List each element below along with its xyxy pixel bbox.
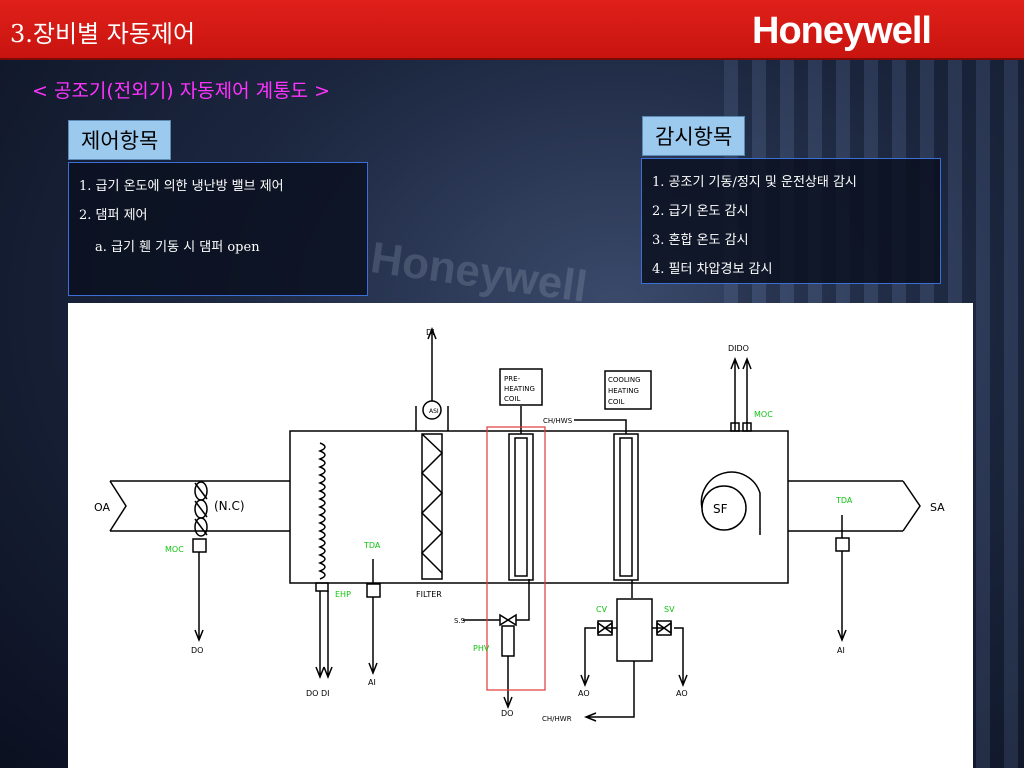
moc-left-label: MOC: [165, 545, 184, 554]
phv-label: PHV: [473, 644, 490, 653]
cooling-label-2: HEATING: [608, 387, 639, 395]
cv-label: CV: [596, 605, 608, 614]
ao-right-label: AO: [676, 689, 688, 698]
filter-dp-lines: [415, 406, 449, 431]
control-item: a. 급기 휀 기동 시 댐퍼 open: [95, 240, 260, 255]
sa-duct: [788, 480, 903, 532]
tda-left-sensor: [366, 583, 381, 598]
do-left-line: [194, 552, 204, 643]
valve-station: [616, 598, 653, 662]
control-items-box: 1. 급기 온도에 의한 냉난방 밸브 제어 2. 댐퍼 제어 a. 급기 휀 …: [68, 162, 368, 296]
preheat-label-1: PRE-: [504, 375, 521, 383]
ai-mid-label: AI: [368, 678, 376, 687]
ahu-casing: [289, 430, 789, 584]
ehp-label: EHP: [335, 590, 351, 599]
ai-right-line: [837, 515, 847, 643]
cooling-coil: [613, 433, 639, 581]
preheat-label-3: COIL: [504, 395, 520, 403]
damper-stroke: [194, 482, 208, 536]
preheat-coil-inner: [514, 437, 528, 577]
preheat-coil: [508, 433, 534, 581]
supply-fan-housing: [700, 471, 761, 535]
do-mid-line: [503, 656, 513, 710]
cooling-label-3: COIL: [608, 398, 624, 406]
phv-coil-pipe: [516, 579, 530, 621]
chwr-pipe: [583, 661, 635, 722]
do-di-lines: [315, 591, 333, 680]
diagram-subtitle: < 공조기(전외기) 자동제어 계통도 >: [32, 80, 331, 102]
control-item: 2. 댐퍼 제어: [79, 208, 148, 223]
nc-label: (N.C): [214, 499, 245, 513]
heater-coil: [317, 442, 326, 580]
sv-label: SV: [664, 605, 675, 614]
tda-right-label: TDA: [835, 496, 853, 505]
damper-blade: [194, 517, 208, 537]
cooling-label-box: [604, 370, 652, 410]
di-top-line: [427, 326, 437, 401]
dido-lines: [730, 356, 752, 431]
preheat-label-2: HEATING: [504, 385, 535, 393]
di-top-label: DI: [426, 328, 435, 337]
monitor-item: 4. 필터 차압경보 감시: [652, 262, 773, 277]
oa-duct: [110, 480, 290, 532]
monitor-heading: 감시항목: [642, 116, 746, 156]
sf-label: SF: [713, 502, 728, 516]
honeywell-logo: Honeywell: [752, 10, 932, 52]
cooling-label-1: COOLING: [608, 376, 641, 384]
oa-label: OA: [94, 501, 110, 514]
do-di-label: DO DI: [306, 689, 330, 698]
filter-zigzag: [420, 433, 444, 574]
sa-arrow: [902, 480, 921, 532]
cv-actuator: [597, 620, 613, 636]
ao-left-label: AO: [578, 689, 590, 698]
phv-valve: [499, 613, 517, 627]
filter-frame: [421, 433, 443, 580]
preheat-highlight: [486, 426, 546, 691]
monitor-item: 2. 급기 온도 감시: [652, 204, 749, 219]
preheat-label-box: [499, 368, 543, 406]
tda-right-sensor: [835, 537, 850, 552]
ss-label: S.S: [454, 617, 466, 625]
control-item: 1. 급기 온도에 의한 냉난방 밸브 제어: [79, 179, 284, 194]
control-heading: 제어항목: [68, 120, 172, 160]
filter-label: FILTER: [416, 590, 442, 599]
dido-label: DIDO: [728, 344, 749, 353]
ahu-diagram-svg: OA SA (N.C) SF MOC MOC TDA TDA EHP FILTE…: [94, 326, 945, 723]
asi-label: ASI: [429, 408, 439, 415]
chws-label: CH/HWS: [543, 417, 573, 425]
chws-pipe: [574, 419, 627, 434]
sv-actuator: [656, 620, 672, 636]
tda-left-label: TDA: [363, 541, 381, 550]
ahu-control-diagram: OA SA (N.C) SF MOC MOC TDA TDA EHP FILTE…: [68, 303, 973, 768]
monitor-item: 3. 혼합 온도 감시: [652, 233, 749, 248]
header-bar: 3.장비별 자동제어 Honeywell: [0, 0, 1024, 60]
ao-right-line: [674, 627, 688, 688]
phv-body: [501, 625, 515, 657]
moc-right-label: MOC: [754, 410, 773, 419]
ai-mid-line: [368, 559, 378, 676]
ehp-box: [315, 582, 329, 592]
chwr-label: CH/HWR: [542, 715, 572, 723]
page-title: 3.장비별 자동제어: [10, 20, 196, 48]
sa-label: SA: [930, 501, 945, 514]
monitor-item: 1. 공조기 기동/정지 및 운전상태 감시: [652, 175, 857, 190]
ao-left-line: [580, 627, 596, 688]
moc-right-box: [742, 422, 752, 432]
do-mid-label: DO: [501, 709, 513, 718]
monitor-items-box: 1. 공조기 기동/정지 및 운전상태 감시 2. 급기 온도 감시 3. 혼합…: [641, 158, 941, 284]
cooling-coil-inner: [619, 437, 633, 577]
moc-right-box: [730, 422, 740, 432]
oa-arrow: [109, 480, 127, 532]
do-left-label: DO: [191, 646, 203, 655]
moc-left-actuator: [192, 538, 207, 553]
ai-right-label: AI: [837, 646, 845, 655]
